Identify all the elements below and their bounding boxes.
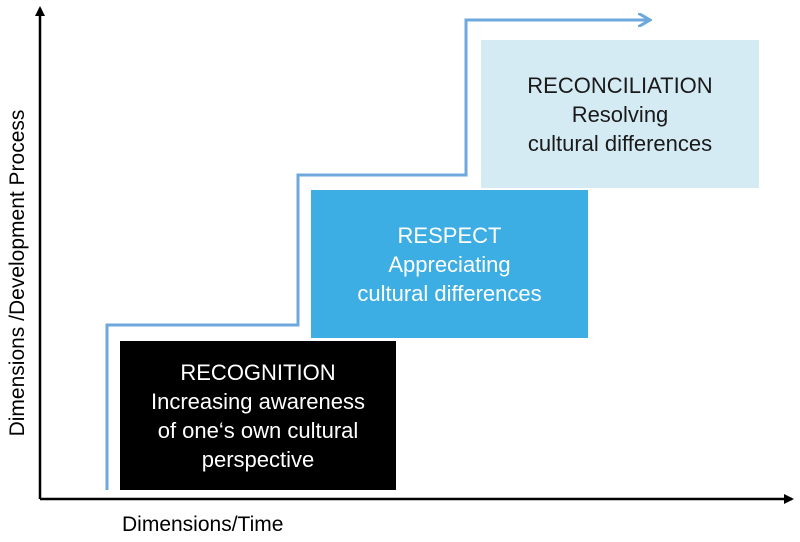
reconciliation-box: RECONCILIATION Resolving cultural differ… [481, 40, 759, 188]
recognition-line-1: Increasing awareness [150, 388, 365, 414]
reconciliation-line-2: cultural differences [527, 130, 713, 156]
respect-title: RESPECT [397, 222, 502, 248]
recognition-box: RECOGNITION Increasing awareness of one‘… [120, 341, 396, 490]
reconciliation-line-1: Resolving [571, 101, 669, 127]
recognition-title: RECOGNITION [180, 359, 336, 385]
respect-box: RESPECT Appreciating cultural difference… [311, 190, 588, 338]
staircase-arrow-line [105, 20, 648, 490]
x-axis-label: Dimensions/Time [122, 513, 284, 536]
respect-line-1: Appreciating [388, 251, 511, 277]
respect-line-2: cultural differences [357, 280, 542, 306]
reconciliation-title: RECONCILIATION [527, 72, 713, 98]
y-axis-label: Dimensions /Development Process [6, 109, 29, 437]
recognition-line-3: perspective [201, 446, 315, 472]
recognition-line-2: of one‘s own cultural [157, 417, 359, 443]
